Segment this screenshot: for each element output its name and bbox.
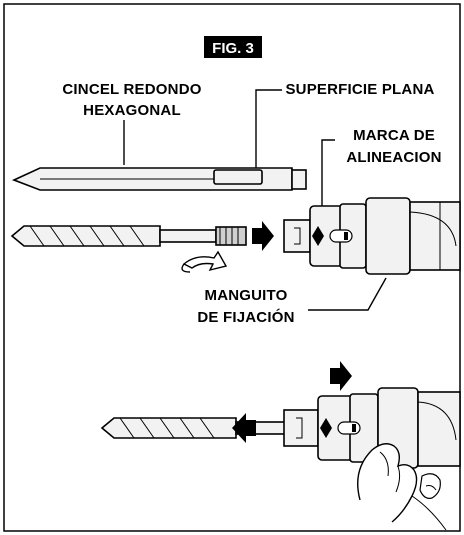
figure-label: FIG. 3: [204, 36, 262, 58]
chisel-flat-surface: [213, 169, 263, 185]
flat-surface-label: SUPERFICIE PLANA: [285, 81, 434, 98]
alignment-mark-icon: [312, 226, 324, 246]
hammer-chuck-lower: [283, 387, 461, 469]
curved-rotate-arrow-icon: [181, 250, 228, 273]
flat-surface-leader-line: [255, 89, 282, 170]
hex-round-chisel: [11, 167, 307, 191]
alignment-mark-label-line1: MARCA DE: [353, 127, 435, 144]
left-arrow-icon: [232, 413, 256, 443]
hand-illustration: [357, 443, 447, 531]
chisel-label-line1: CINCEL REDONDO: [62, 81, 201, 98]
alignment-mark-leader-line: [321, 139, 335, 215]
locking-sleeve-label-line1: MANGUITO: [205, 287, 288, 304]
drill-bit-upper: [10, 225, 247, 247]
figure-label-text: FIG. 3: [212, 40, 254, 57]
drill-bit-lower: [100, 417, 287, 439]
chisel-label-line2: HEXAGONAL: [83, 102, 181, 119]
locking-sleeve-label-line2: DE FIJACIÓN: [197, 308, 294, 326]
chisel-shank-end: [291, 169, 307, 190]
locking-sleeve-leader-line: [308, 277, 387, 311]
right-arrow-icon: [252, 221, 274, 251]
alignment-mark-label-line2: ALINEACION: [346, 149, 441, 166]
hammer-chuck-upper: [283, 197, 461, 275]
push-arrow-icon: [330, 361, 352, 391]
